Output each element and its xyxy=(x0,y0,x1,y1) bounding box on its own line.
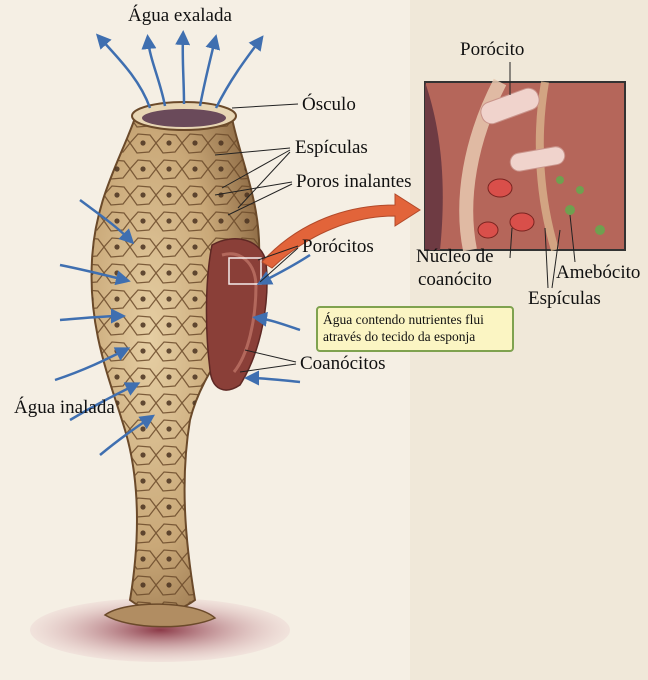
label-espiculas-detail: Espículas xyxy=(528,289,601,308)
callout-line-2: através do tecido da esponja xyxy=(323,328,507,345)
label-osculo: Ósculo xyxy=(302,95,356,114)
callout-line-1: Água contendo nutrientes flui xyxy=(323,311,507,328)
label-nucleo-coanocito-1: Núcleo de xyxy=(416,247,494,266)
label-agua-inalada: Água inalada xyxy=(14,398,115,417)
label-amebocito: Amebócito xyxy=(556,263,640,282)
label-nucleo-coanocito-2: coanócito xyxy=(418,270,492,289)
label-agua-exalada: Água exalada xyxy=(128,6,232,25)
label-espiculas: Espículas xyxy=(295,138,368,157)
detail-inset xyxy=(425,82,625,250)
label-coanocitos: Coanócitos xyxy=(300,354,386,373)
label-porocitos: Porócitos xyxy=(302,237,374,256)
label-poros-inalantes: Poros inalantes xyxy=(296,172,412,191)
label-porocito: Porócito xyxy=(460,40,524,59)
nutrient-callout: Água contendo nutrientes flui através do… xyxy=(316,306,514,352)
